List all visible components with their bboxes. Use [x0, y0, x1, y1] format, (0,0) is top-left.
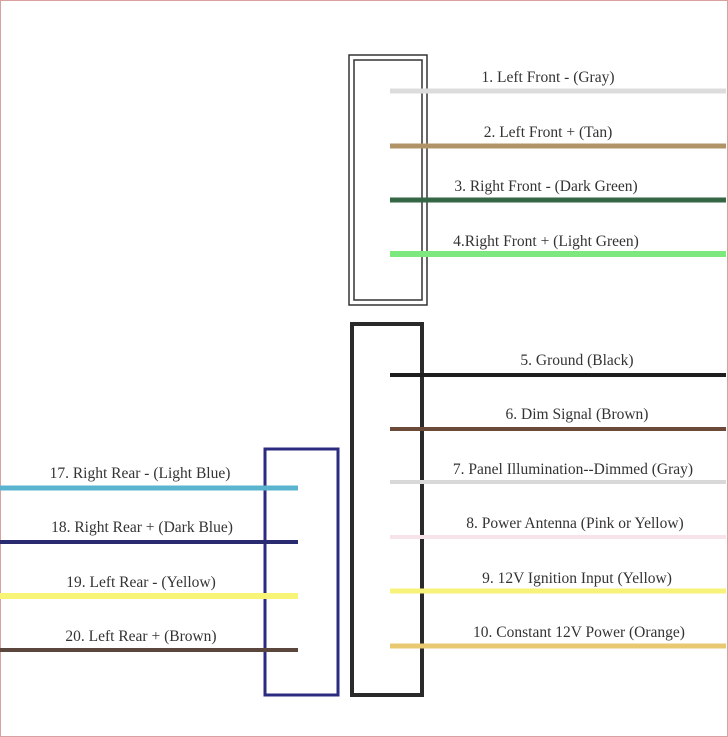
middle-wire-9: 9. 12V Ignition Input (Yellow): [390, 570, 726, 594]
wire-label: 9. 12V Ignition Input (Yellow): [482, 570, 672, 587]
top-wire-4: 4.Right Front + (Light Green): [390, 233, 726, 257]
wire-label: 1. Left Front - (Gray): [482, 69, 615, 86]
middle-wire-8: 8. Power Antenna (Pink or Yellow): [390, 515, 726, 539]
middle-wire-6: 6. Dim Signal (Brown): [390, 406, 726, 431]
left-wire-17: 17. Right Rear - (Light Blue): [0, 465, 298, 491]
wire-label: 2. Left Front + (Tan): [484, 124, 613, 141]
top-wire-1: 1. Left Front - (Gray): [390, 69, 726, 94]
middle-wire-7: 7. Panel Illumination--Dimmed (Gray): [390, 461, 726, 484]
middle-wire-10: 10. Constant 12V Power (Orange): [390, 624, 726, 649]
wire-label: 20. Left Rear + (Brown): [65, 628, 216, 645]
top-wire-3: 3. Right Front - (Dark Green): [390, 178, 726, 203]
left-wire-19: 19. Left Rear - (Yellow): [0, 574, 298, 599]
wire-label: 3. Right Front - (Dark Green): [454, 178, 637, 195]
left-wire-18: 18. Right Rear + (Dark Blue): [0, 519, 298, 544]
wire-label: 19. Left Rear - (Yellow): [66, 574, 216, 591]
top-connector-inner: [353, 59, 423, 301]
wire-label: 5. Ground (Black): [520, 352, 633, 369]
wire-label: 10. Constant 12V Power (Orange): [473, 624, 685, 641]
top-connector-outer: [348, 54, 428, 306]
left-connector: [263, 447, 340, 697]
top-connector: [348, 54, 428, 306]
wire-label: 17. Right Rear - (Light Blue): [50, 465, 231, 482]
top-wire-2: 2. Left Front + (Tan): [390, 124, 726, 149]
wire-label: 6. Dim Signal (Brown): [506, 406, 649, 423]
wire-label: 8. Power Antenna (Pink or Yellow): [466, 515, 683, 532]
left-wire-20: 20. Left Rear + (Brown): [0, 628, 298, 652]
middle-connector: [350, 322, 424, 697]
middle-wire-5: 5. Ground (Black): [390, 352, 726, 377]
wire-label: 18. Right Rear + (Dark Blue): [51, 519, 233, 536]
wire-label: 7. Panel Illumination--Dimmed (Gray): [453, 461, 693, 478]
wire-label: 4.Right Front + (Light Green): [453, 233, 639, 250]
